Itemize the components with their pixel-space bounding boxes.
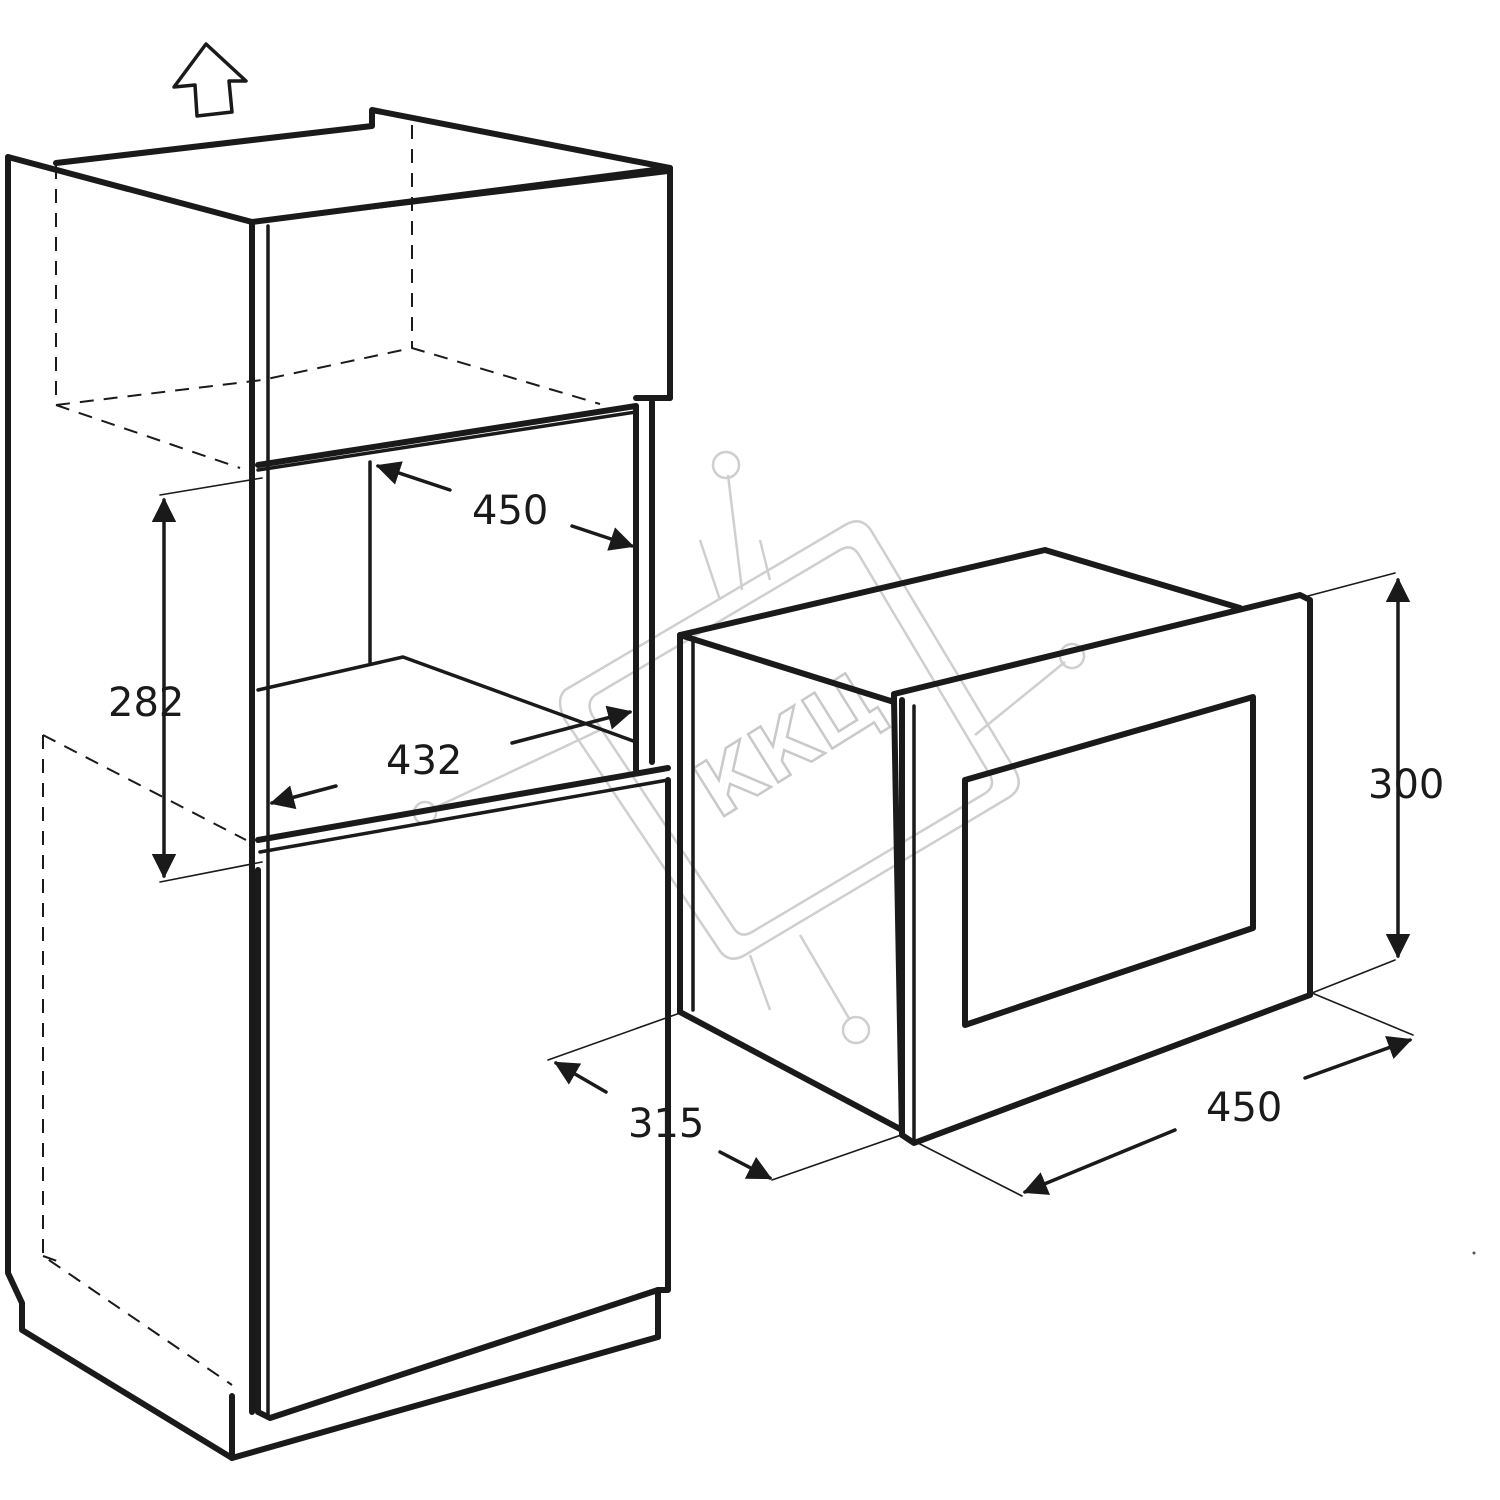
- label-niche-inner-width: 432: [386, 738, 462, 784]
- label-appliance-depth: 315: [628, 1101, 704, 1147]
- microwave-dimensions: [547, 572, 1414, 1197]
- watermark-text: ККЦ: [680, 654, 897, 836]
- label-appliance-height: 300: [1368, 762, 1444, 808]
- up-arrow-outline-icon: [172, 42, 248, 118]
- tall-cabinet: [5, 107, 673, 1461]
- cabinet-dimensions: [151, 461, 635, 883]
- stray-dot: [1472, 1251, 1476, 1255]
- label-niche-width: 450: [472, 488, 548, 534]
- label-niche-height: 282: [108, 680, 184, 726]
- microwave-appliance: [677, 547, 1313, 1146]
- label-appliance-width: 450: [1206, 1085, 1282, 1131]
- watermark: ККЦ: [412, 450, 1086, 1045]
